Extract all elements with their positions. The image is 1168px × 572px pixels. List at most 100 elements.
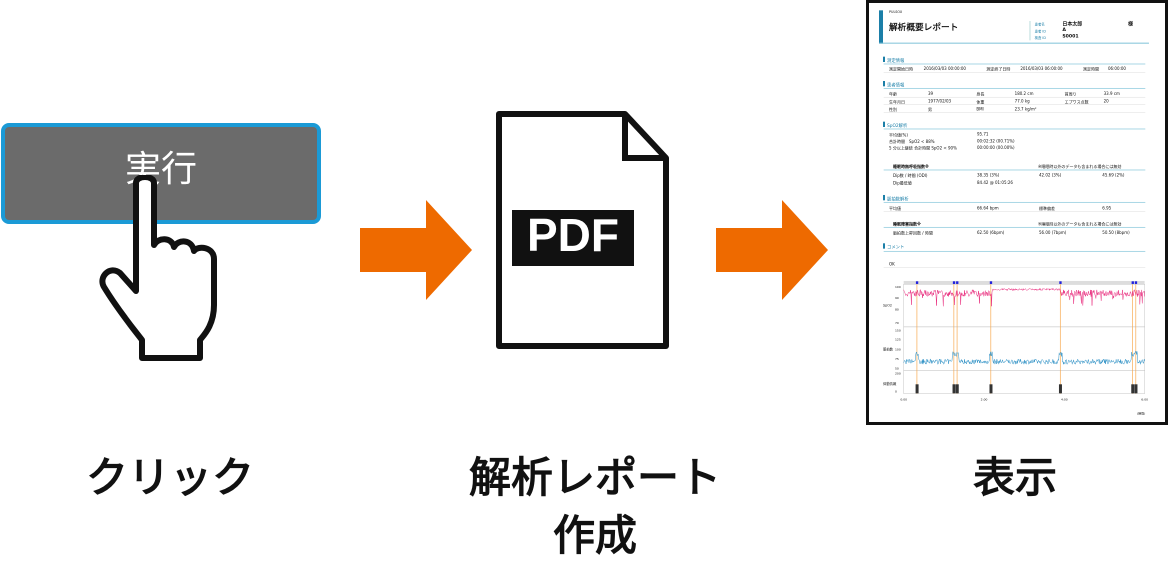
label: 標準偏差 <box>1038 206 1055 211</box>
value: 39 <box>927 91 934 96</box>
y-tick: 80 <box>894 308 899 312</box>
label: BMI <box>976 106 984 112</box>
pointing-hand-icon <box>99 175 217 361</box>
section-comment: コメント <box>882 243 904 250</box>
value: 2016/03/03 06:00:00 <box>1020 66 1063 71</box>
label: Dip最低値 <box>892 180 912 186</box>
pulse-series <box>903 350 1145 366</box>
value: 77.0 kg <box>1014 98 1030 104</box>
label: 脈拍数上昇回数 / 時間 <box>892 230 933 236</box>
pdf-document-icon <box>496 111 669 349</box>
step-caption-create-line1: 解析レポート <box>468 453 721 502</box>
comment-text: OK <box>888 261 895 267</box>
section-measure: 測定情報 <box>882 56 904 63</box>
value: 45.69 (2%) <box>1102 172 1125 178</box>
value: 00:00:00 (00.00%) <box>976 145 1015 150</box>
arrow-right-icon <box>360 200 472 300</box>
value: 00:02:32 (00.71%) <box>976 138 1015 144</box>
event-mark <box>1131 281 1134 284</box>
y-tick: 100 <box>894 348 901 352</box>
patient-id: A <box>1062 26 1066 33</box>
value: 2016/03/03 00:00:00 <box>923 66 966 71</box>
motion-bar <box>1131 384 1135 394</box>
y-tick: 50 <box>894 366 899 371</box>
label: 性別 <box>888 107 898 112</box>
y-tick: 90 <box>894 296 899 300</box>
label: エプワス点数 <box>1064 99 1089 105</box>
x-unit: (時間) <box>1136 412 1146 416</box>
x-tick: 2:00 <box>980 397 988 402</box>
event-mark <box>952 281 956 284</box>
label: 合計時間 SpO2 < 88% <box>888 139 935 144</box>
label: 5 分以上継続 合計時間 SpO2 < 90% <box>888 145 957 151</box>
section-pulse: 脈拍数解析 <box>882 194 909 202</box>
event-mark <box>1134 281 1138 284</box>
step-caption-create-line2: 作成 <box>552 511 637 560</box>
motion-bar <box>989 384 993 394</box>
label: 測定終了日時 <box>986 66 1011 72</box>
axis-label: 体動情報 <box>882 382 897 386</box>
label: 測定開始日時 <box>888 66 914 72</box>
event-mark <box>956 281 959 284</box>
note: ※睡眠時以外のデータも含まれる場合には無効 <box>1037 164 1122 169</box>
value: 62.50 (6bpm) <box>976 230 1005 235</box>
y-tick: 0 <box>894 390 897 394</box>
exam-id: S0001 <box>1062 33 1079 39</box>
label: Dip数 / 時間 (ODI) <box>892 173 928 178</box>
step-caption-click: クリック <box>85 453 254 502</box>
label: 平均値 <box>888 206 902 211</box>
axis-label: 脈拍数 <box>882 347 893 352</box>
value: 56.00 (7bpm) <box>1038 230 1067 235</box>
value: 66.64 bpm <box>976 205 999 211</box>
pdf-label: PDF <box>527 209 619 261</box>
event-strip <box>903 280 1145 285</box>
motion-bar <box>1058 384 1062 394</box>
chart-panel <box>903 370 1145 394</box>
label: 首周り <box>1064 91 1077 97</box>
note: ※睡眠時以外のデータも含まれる場合には無効 <box>1037 221 1122 227</box>
value: 6.95 <box>1102 205 1112 211</box>
report-title: 解析概要レポート <box>888 22 959 33</box>
value: 男 <box>927 107 932 112</box>
step-caption-display: 表示 <box>972 453 1057 502</box>
value: 23.7 kg/m² <box>1014 106 1037 112</box>
label: 患者名 <box>1034 22 1045 27</box>
value: 20 <box>1103 98 1109 104</box>
report-preview: PULSOX 解析概要レポート 患者名 患者 ID 検査 ID 日本太郎 様 A… <box>866 0 1168 425</box>
value: 42.02 (3%) <box>1038 172 1062 178</box>
value: 38.35 (3%) <box>976 172 1000 178</box>
patient-name: 日本太郎 <box>1062 20 1083 27</box>
event-mark <box>989 281 993 284</box>
y-tick: 125 <box>894 338 901 342</box>
value: 50.50 (8bpm) <box>1102 230 1130 235</box>
label: 身長 <box>976 91 985 97</box>
x-tick: 4:00 <box>1060 397 1068 402</box>
brand: PULSOX <box>888 10 903 14</box>
label: 体重 <box>976 99 985 105</box>
value: 33.9 cm <box>1103 91 1120 96</box>
value: 95.71 <box>976 131 989 137</box>
subheading: 睡眠障害指数※ <box>892 221 921 227</box>
x-tick: 6:00 <box>1141 397 1149 402</box>
label: 年齢 <box>888 91 898 97</box>
y-tick: 70 <box>894 321 899 325</box>
motion-bar <box>955 384 959 394</box>
arrow-right-icon <box>716 200 828 300</box>
subheading: 睡眠時無呼吸指数※ <box>892 164 929 169</box>
motion-bar <box>952 384 956 394</box>
section-patient: 患者情報 <box>882 80 904 88</box>
label: 患者 ID <box>1034 29 1046 34</box>
motion-bar <box>1134 384 1138 394</box>
label: 平均値(%) <box>888 132 908 138</box>
value: 180.2 cm <box>1014 91 1034 96</box>
value: 06:00:00 <box>1107 66 1126 71</box>
honorific: 様 <box>1127 20 1133 27</box>
y-tick: 150 <box>894 328 901 333</box>
y-tick: 75 <box>894 357 899 361</box>
x-tick: 0:00 <box>900 397 908 402</box>
label: 生年月日 <box>888 99 906 105</box>
spo2-series <box>903 287 1145 307</box>
motion-bar <box>915 384 919 394</box>
event-mark <box>915 281 919 284</box>
section-spo2: SpO2解析 <box>882 121 907 128</box>
